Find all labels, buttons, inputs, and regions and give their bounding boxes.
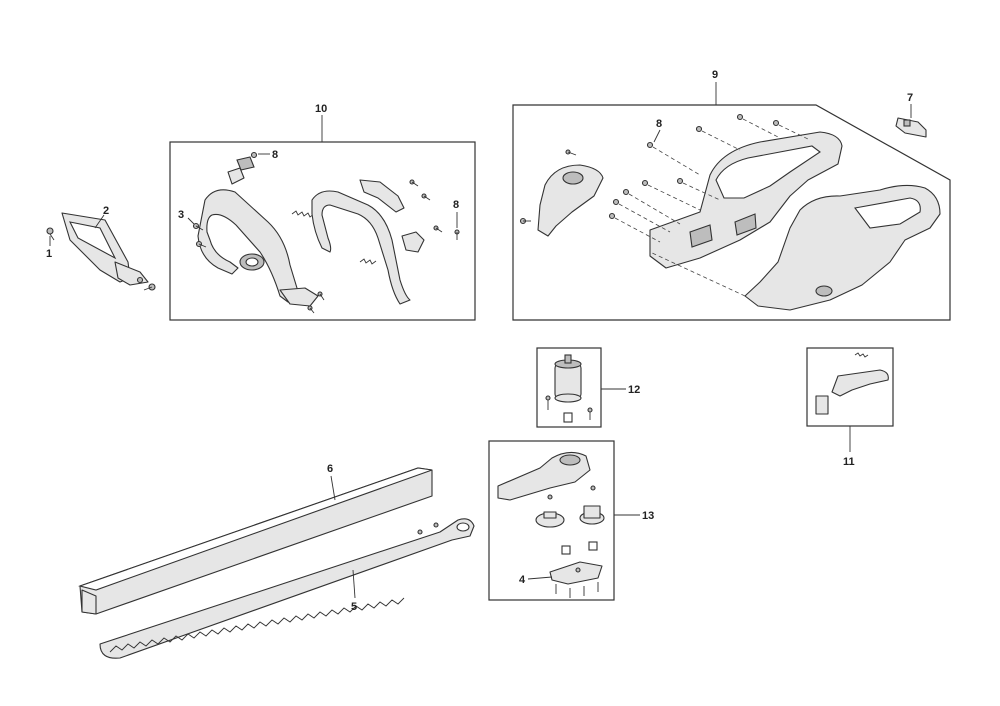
part-gear-bushings xyxy=(561,541,598,555)
part-rear-handle-loop xyxy=(311,190,411,305)
part-trigger xyxy=(359,179,425,253)
callout-11: 11 xyxy=(843,456,855,468)
assembly-box-10 xyxy=(169,141,476,321)
leader-2 xyxy=(94,214,105,229)
assembly-box-13 xyxy=(488,440,615,601)
part-housing-right-half xyxy=(649,184,941,311)
assembly-box-9 xyxy=(512,104,951,321)
callout-4: 4 xyxy=(519,574,526,586)
part-spring-1 xyxy=(291,210,315,218)
part-small-screws xyxy=(307,179,460,314)
callout-2: 2 xyxy=(103,205,109,217)
callout-10: 10 xyxy=(315,103,327,115)
callout-5: 5 xyxy=(351,601,357,613)
part-motor xyxy=(545,354,593,423)
part-7-switch xyxy=(895,117,927,138)
part-4-plate xyxy=(549,561,603,598)
callout-8-a: 8 xyxy=(272,149,278,161)
leader-6 xyxy=(330,475,336,501)
callout-8-c: 8 xyxy=(656,118,662,130)
callout-3: 3 xyxy=(178,209,184,221)
callout-7: 7 xyxy=(907,92,913,104)
leader-8-c xyxy=(653,129,661,143)
callout-9: 9 xyxy=(712,69,718,81)
callout-12: 12 xyxy=(628,384,640,396)
part-gear-right xyxy=(579,485,605,525)
part-gear-left xyxy=(535,494,565,528)
part-gear-housing xyxy=(497,451,591,501)
part-1-screw xyxy=(46,227,156,291)
callout-13: 13 xyxy=(642,510,654,522)
callout-6: 6 xyxy=(327,463,333,475)
leader-4 xyxy=(527,576,553,580)
part-handle-clip xyxy=(227,151,258,185)
part-6-blade-cover xyxy=(78,467,433,615)
leader-3 xyxy=(187,217,195,225)
leader-5 xyxy=(352,569,356,599)
part-spring-2 xyxy=(359,258,377,265)
part-2-blade-guard xyxy=(61,212,149,286)
callout-8-b: 8 xyxy=(453,199,459,211)
part-3-screw xyxy=(192,222,207,248)
callout-1: 1 xyxy=(46,248,52,260)
part-5-blade xyxy=(99,518,475,659)
part-housing-cap xyxy=(519,149,604,237)
part-housing-screws xyxy=(608,113,811,243)
part-housing-left-half xyxy=(649,131,843,269)
assembly-box-12 xyxy=(536,347,602,428)
part-front-handle-loop xyxy=(197,189,319,307)
part-trigger-lever xyxy=(815,352,889,415)
